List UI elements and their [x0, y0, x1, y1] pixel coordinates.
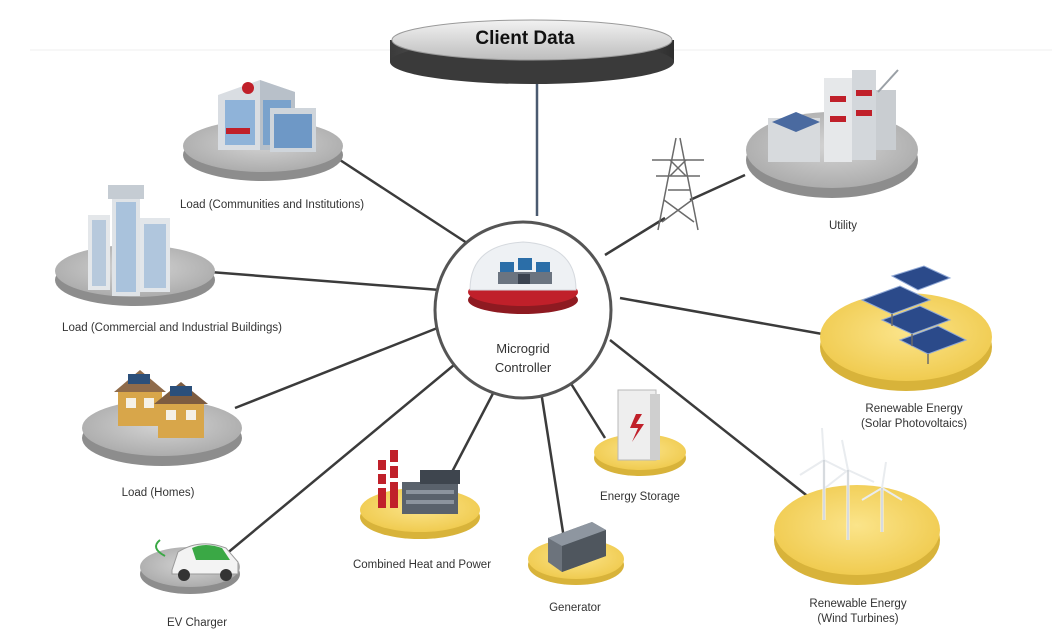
wind-label-line2: (Wind Turbines) [817, 613, 898, 625]
node-communities: Load (Communities and Institutions) [180, 80, 364, 211]
electric-car-icon [155, 539, 239, 581]
connector-wind [609, 339, 816, 503]
node-wind: Renewable Energy (Wind Turbines) [774, 427, 940, 625]
node-storage: Energy Storage [594, 389, 686, 503]
node-solar: Renewable Energy (Solar Photovoltaics) [820, 265, 992, 430]
wind-label-line1: Renewable Energy [809, 598, 906, 610]
storage-label: Energy Storage [600, 491, 680, 503]
solar-label-line2: (Solar Photovoltaics) [861, 418, 967, 430]
ev-label: EV Charger [167, 617, 227, 629]
connector-communities [339, 158, 471, 247]
connector-generator [538, 384, 567, 546]
communities-label: Load (Communities and Institutions) [180, 199, 364, 211]
battery-cabinet-icon [617, 389, 660, 461]
commercial-label: Load (Commercial and Industrial Building… [62, 322, 282, 334]
controller-label-line2: Controller [495, 360, 552, 375]
houses-icon [114, 370, 208, 438]
client-data-disk: Client Data [390, 19, 674, 84]
connector-tower [604, 216, 666, 257]
connector-lines [209, 82, 829, 556]
connector-commercial [209, 270, 441, 292]
homes-label: Load (Homes) [122, 487, 195, 499]
generator-label: Generator [549, 602, 601, 614]
client-data-title: Client Data [475, 28, 575, 49]
generator-icon [548, 522, 606, 572]
chp-label: Combined Heat and Power [353, 559, 491, 571]
connector-storage [568, 381, 607, 439]
solar-label-line1: Renewable Energy [865, 403, 962, 415]
utility-plant-icon [768, 69, 899, 162]
control-desk-icon [498, 258, 552, 284]
transmission-tower-icon [652, 137, 704, 231]
node-chp: Combined Heat and Power [353, 450, 491, 571]
power-plant-icon [378, 450, 460, 514]
solar-panel-icon [860, 265, 968, 364]
connector-ev [224, 359, 461, 556]
office-towers-icon [88, 185, 170, 296]
connector-utility [689, 173, 746, 202]
node-homes: Load (Homes) [82, 370, 242, 499]
node-commercial: Load (Commercial and Industrial Building… [55, 185, 282, 334]
hospital-buildings-icon [218, 80, 316, 152]
node-generator: Generator [528, 522, 624, 614]
node-ev: EV Charger [140, 539, 240, 629]
node-utility: Utility [746, 69, 918, 232]
connector-solar [619, 296, 829, 337]
microgrid-controller: Microgrid Controller [433, 220, 613, 400]
connector-homes [234, 323, 446, 410]
utility-label: Utility [829, 220, 857, 232]
controller-label-line1: Microgrid [496, 341, 549, 356]
